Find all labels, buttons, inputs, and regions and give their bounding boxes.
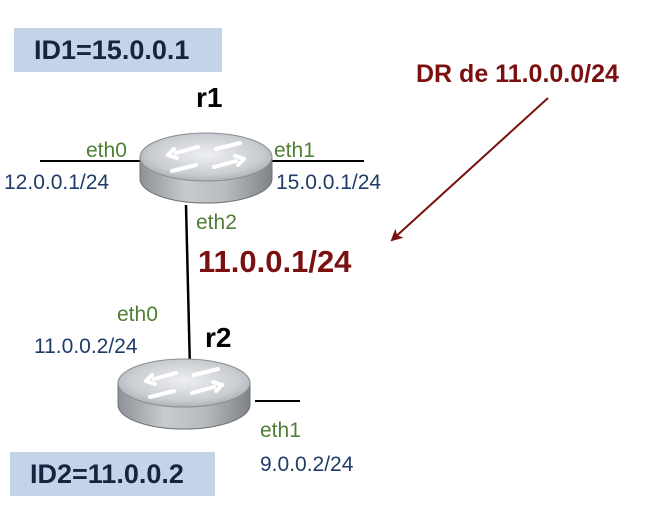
r1-r2-link [184,204,192,371]
r1-eth2-label: eth2 [196,211,237,234]
r1-router-name: r1 [196,82,223,113]
r2-router-name: r2 [205,322,232,353]
r1-eth2-address: 11.0.0.1/24 [198,244,352,279]
r1-eth1-label: eth1 [274,139,315,162]
r1-router-id-box: ID1=15.0.0.1 [14,28,222,72]
r1-eth1-address: 15.0.0.1/24 [276,171,382,194]
r2-eth1-label: eth1 [260,419,301,442]
router-icon [117,358,251,430]
r2-eth1-address: 9.0.0.2/24 [260,453,354,476]
dr-annotation-label: DR de 11.0.0.0/24 [416,60,619,88]
r1-eth0-label: eth0 [86,139,127,162]
dr-annotation-arrow [390,97,549,242]
router-icon [139,132,273,204]
r1-eth0-address: 12.0.0.1/24 [4,171,110,194]
r2-eth0-address: 11.0.0.2/24 [34,335,138,358]
r2-router-id-box: ID2=11.0.0.2 [10,452,215,496]
r2-eth0-label: eth0 [117,303,158,326]
